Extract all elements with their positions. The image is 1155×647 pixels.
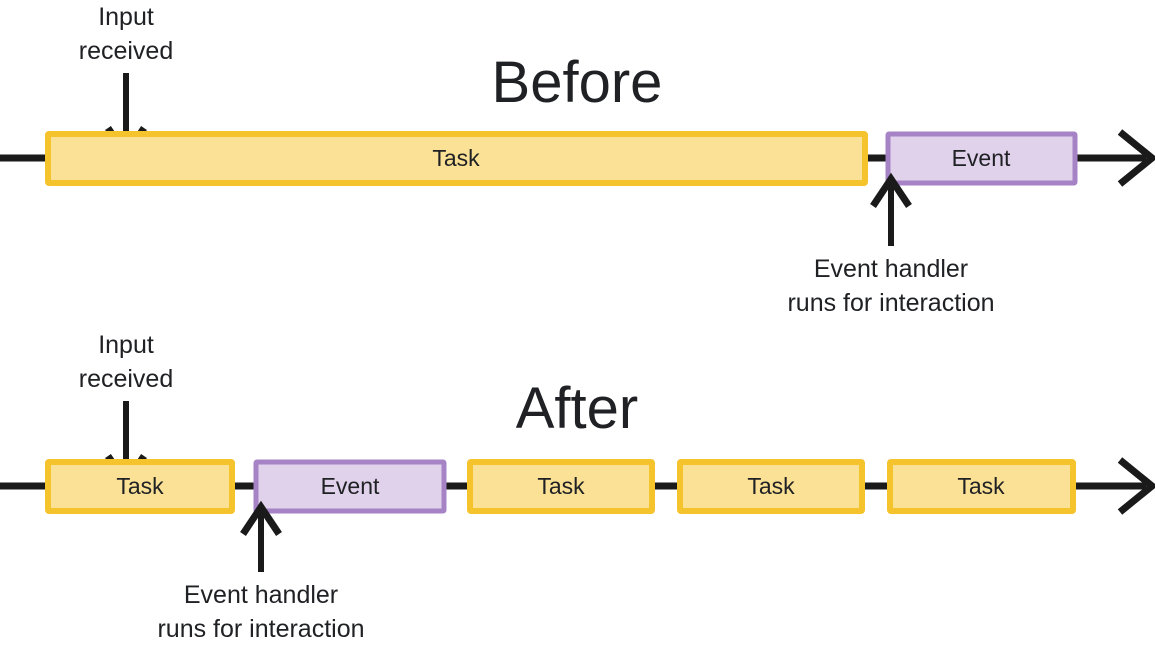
before-section: Before Input received Task Event [0,3,1155,317]
task-block-rect[interactable] [45,459,235,514]
before-block-event[interactable]: Event [885,131,1078,186]
after-input-annotation-line1: Input [98,331,154,359]
after-handler-annotation: Event handler runs for interaction [157,500,365,643]
task-block-label: Task [957,473,1005,499]
before-input-annotation-line1: Input [98,3,154,31]
after-block-task-2[interactable]: Task [467,459,655,514]
before-handler-annotation-line2: runs for interaction [787,289,994,317]
event-block-label: Event [952,145,1011,171]
task-block-rect[interactable] [677,459,865,514]
event-handler-arrow-up-icon [870,172,912,246]
before-title: Before [492,50,663,115]
task-block-label: Task [432,145,480,171]
before-handler-annotation-line1: Event handler [814,255,968,283]
task-block-label: Task [537,473,585,499]
task-block-rect[interactable] [467,459,655,514]
after-title: After [516,376,639,441]
before-timeline-axis [0,129,1155,187]
after-block-task-3[interactable]: Task [677,459,865,514]
event-handler-arrow-up-icon [240,500,282,572]
before-handler-annotation: Event handler runs for interaction [787,172,995,317]
event-block-rect[interactable] [885,131,1078,186]
after-block-event[interactable]: Event [253,459,447,514]
event-block-label: Event [321,473,380,499]
after-input-annotation-line2: received [79,365,174,393]
before-input-annotation-line2: received [79,37,174,65]
after-handler-annotation-line2: runs for interaction [157,615,364,643]
after-handler-annotation-line1: Event handler [184,581,338,609]
task-block-rect[interactable] [45,131,868,186]
event-block-rect[interactable] [253,459,447,514]
before-block-task[interactable]: Task [45,131,868,186]
after-input-annotation: Input received [79,331,174,490]
after-block-task-1[interactable]: Task [45,459,235,514]
task-block-rect[interactable] [887,459,1076,514]
after-section: After Input received Task E [0,331,1155,643]
task-block-label: Task [116,473,164,499]
after-block-task-4[interactable]: Task [887,459,1076,514]
task-block-label: Task [747,473,795,499]
